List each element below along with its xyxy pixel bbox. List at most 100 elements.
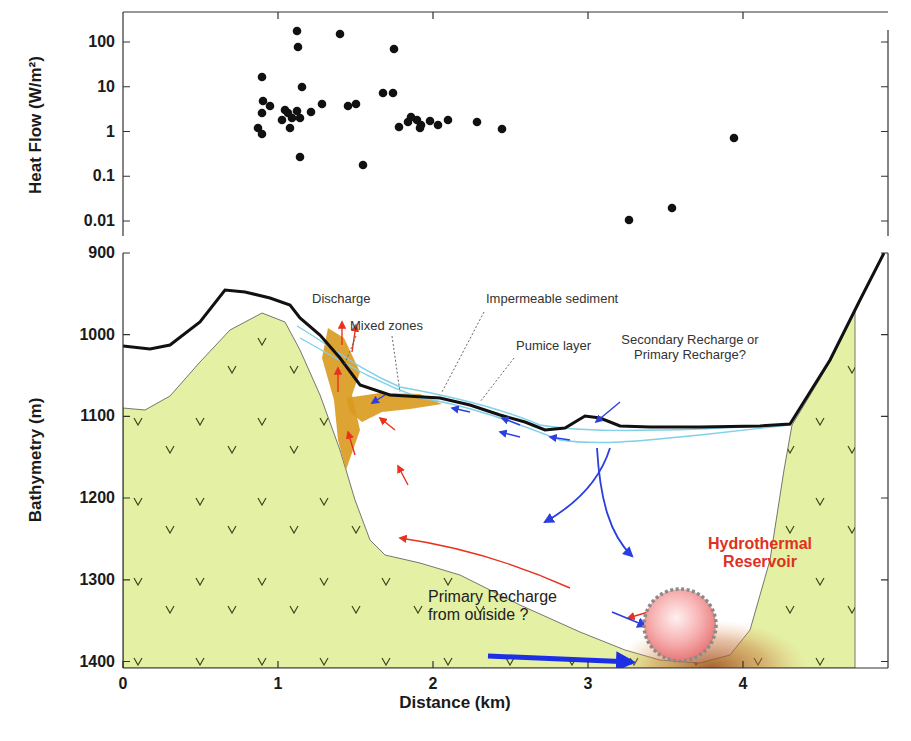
data-point — [416, 124, 425, 133]
seafloor — [123, 253, 884, 430]
data-point — [293, 27, 302, 36]
cross-section — [123, 253, 884, 668]
rock-texture — [123, 310, 855, 668]
axis-line — [887, 30, 888, 236]
annotation: Pumice layer — [516, 339, 591, 354]
data-point — [298, 83, 307, 92]
data-point — [259, 97, 268, 106]
data-point — [352, 100, 361, 109]
annotation: Primary Recharge from ouiside ? — [428, 588, 566, 625]
data-point — [434, 121, 443, 130]
flow-arrow — [398, 466, 408, 485]
data-point — [266, 102, 275, 111]
tick-label: 1000 — [79, 325, 115, 343]
data-point — [307, 108, 316, 117]
data-point — [390, 45, 399, 54]
data-point — [730, 134, 739, 143]
tick-label: 1 — [106, 122, 115, 140]
flow-arrow — [380, 418, 395, 430]
flow-arrow — [597, 448, 632, 556]
axis-title: Bathymetry (m) — [26, 398, 46, 523]
tick-label: 0 — [119, 675, 128, 693]
flow-arrow — [348, 432, 355, 455]
data-point — [294, 43, 303, 52]
data-point — [359, 161, 368, 170]
primary-recharge-arrow — [488, 656, 632, 662]
data-point — [318, 100, 327, 109]
flow-arrow — [500, 432, 520, 437]
cold-flow — [372, 395, 646, 626]
leader-line — [480, 358, 514, 402]
reservoir-label: Hydrothermal Reservoir — [700, 535, 820, 572]
data-point — [258, 109, 267, 118]
annotation: Impermeable sediment — [486, 292, 618, 307]
flow-arrow — [502, 418, 520, 425]
data-point — [336, 30, 345, 39]
axis-line — [123, 667, 888, 668]
annotation: Discharge — [312, 292, 371, 307]
tick-label: 0.1 — [93, 167, 115, 185]
data-point — [625, 216, 634, 225]
data-point — [498, 125, 507, 134]
flow-arrow — [400, 538, 570, 588]
tick-label: 1200 — [79, 489, 115, 507]
axis-line — [123, 11, 888, 12]
data-point — [668, 204, 677, 213]
data-point — [296, 153, 305, 162]
tick-label: 4 — [739, 675, 748, 693]
axis-title: Distance (km) — [399, 693, 510, 713]
axis-title: Heat Flow (W/m²) — [26, 56, 46, 194]
reservoir-circle: Hydrothermal Reservoir — [642, 587, 718, 663]
annotation: Mixed zones — [350, 319, 423, 334]
tick-label: 2 — [429, 675, 438, 693]
reservoir-shape — [642, 587, 718, 663]
tick-label: 1400 — [79, 652, 115, 670]
tick-label: 10 — [97, 78, 115, 96]
leader-line — [442, 312, 484, 392]
flow-arrow — [550, 437, 570, 440]
tick-label: 900 — [88, 244, 115, 262]
data-point — [379, 89, 388, 98]
flow-arrow — [337, 368, 338, 392]
reservoir-circle-outline — [644, 589, 716, 661]
tick-marks — [123, 253, 888, 668]
flow-arrow — [372, 395, 385, 403]
leader-line — [392, 336, 400, 392]
data-point — [426, 117, 435, 126]
axis-line — [887, 253, 888, 668]
data-point — [389, 89, 398, 98]
data-point — [296, 114, 305, 123]
axis-line — [122, 12, 123, 236]
data-point — [258, 73, 267, 82]
heat-flow-frame — [123, 12, 888, 236]
flow-arrow — [341, 322, 342, 345]
leader-line — [344, 336, 356, 366]
data-point — [473, 118, 482, 127]
data-point — [278, 116, 287, 125]
data-point — [444, 116, 453, 125]
tick-label: 1100 — [80, 407, 115, 425]
heat-flow-points — [254, 27, 739, 225]
data-point — [258, 130, 267, 139]
flow-arrow — [596, 402, 620, 422]
flow-arrow — [452, 408, 470, 412]
tick-label: 1300 — [79, 571, 115, 589]
tick-marks — [123, 12, 888, 221]
axis-line — [122, 253, 123, 668]
cross-section-frame — [123, 253, 888, 668]
pumice-layer — [297, 326, 790, 430]
tick-label: 1 — [274, 675, 283, 693]
hot-flow — [338, 322, 655, 618]
data-point — [288, 114, 297, 123]
basement-rock — [123, 310, 855, 668]
annotation: Secondary Recharge or Primary Recharge? — [615, 333, 765, 363]
flow-arrow — [612, 612, 646, 626]
leader-lines — [344, 312, 514, 402]
tick-label: 100 — [88, 33, 115, 51]
data-point — [344, 102, 353, 111]
tick-label: 3 — [584, 675, 593, 693]
data-point — [286, 124, 295, 133]
